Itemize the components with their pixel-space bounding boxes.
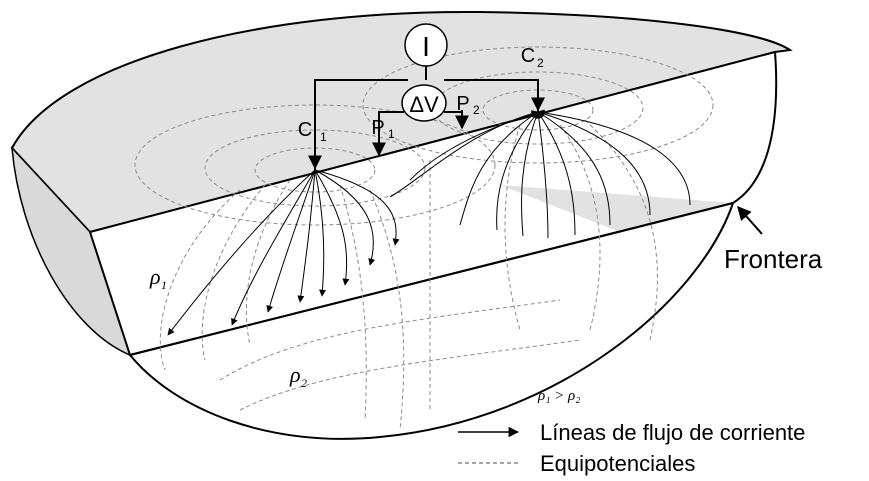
voltmeter — [401, 84, 447, 122]
svg-text:2: 2 — [473, 103, 480, 117]
svg-text:C: C — [521, 45, 535, 67]
svg-text:P: P — [371, 117, 384, 139]
svg-text:1: 1 — [320, 130, 327, 144]
svg-text:ρ: ρ — [289, 362, 301, 387]
svg-text:ρ: ρ — [149, 264, 161, 289]
legend-current-label: Líneas de flujo de corriente — [540, 420, 805, 445]
svg-text:1: 1 — [161, 278, 167, 292]
lower-body — [128, 201, 735, 440]
label-p2: P 2 — [456, 93, 480, 117]
current-label: I — [422, 31, 430, 62]
svg-text:C: C — [298, 119, 312, 141]
boundary-patch — [500, 185, 733, 232]
legend-equipotential-label: Equipotenciales — [540, 451, 695, 476]
resistivity-relation: ρ₁ > ρ₂ — [537, 388, 580, 404]
legend: Líneas de flujo de corriente Equipotenci… — [458, 420, 805, 476]
boundary-label: Frontera — [724, 244, 823, 274]
svg-text:2: 2 — [537, 56, 544, 70]
label-c2: C 2 — [521, 45, 544, 70]
label-p1: P 1 — [371, 117, 395, 141]
layer-boundary — [129, 202, 734, 356]
electrode-arrows — [308, 88, 545, 170]
svg-text:2: 2 — [301, 376, 307, 390]
label-rho1: ρ 1 — [149, 264, 167, 292]
top-surface — [10, 10, 793, 234]
voltage-label: ΔV — [409, 92, 439, 117]
boundary-pointer — [737, 205, 763, 235]
svg-text:1: 1 — [388, 127, 395, 141]
label-rho2: ρ 2 — [289, 362, 307, 390]
left-face — [11, 145, 132, 357]
label-c1: C 1 — [298, 119, 327, 144]
current-lines-c1 — [167, 169, 400, 336]
svg-text:P: P — [456, 93, 469, 115]
current-lines-c2 — [389, 109, 691, 239]
